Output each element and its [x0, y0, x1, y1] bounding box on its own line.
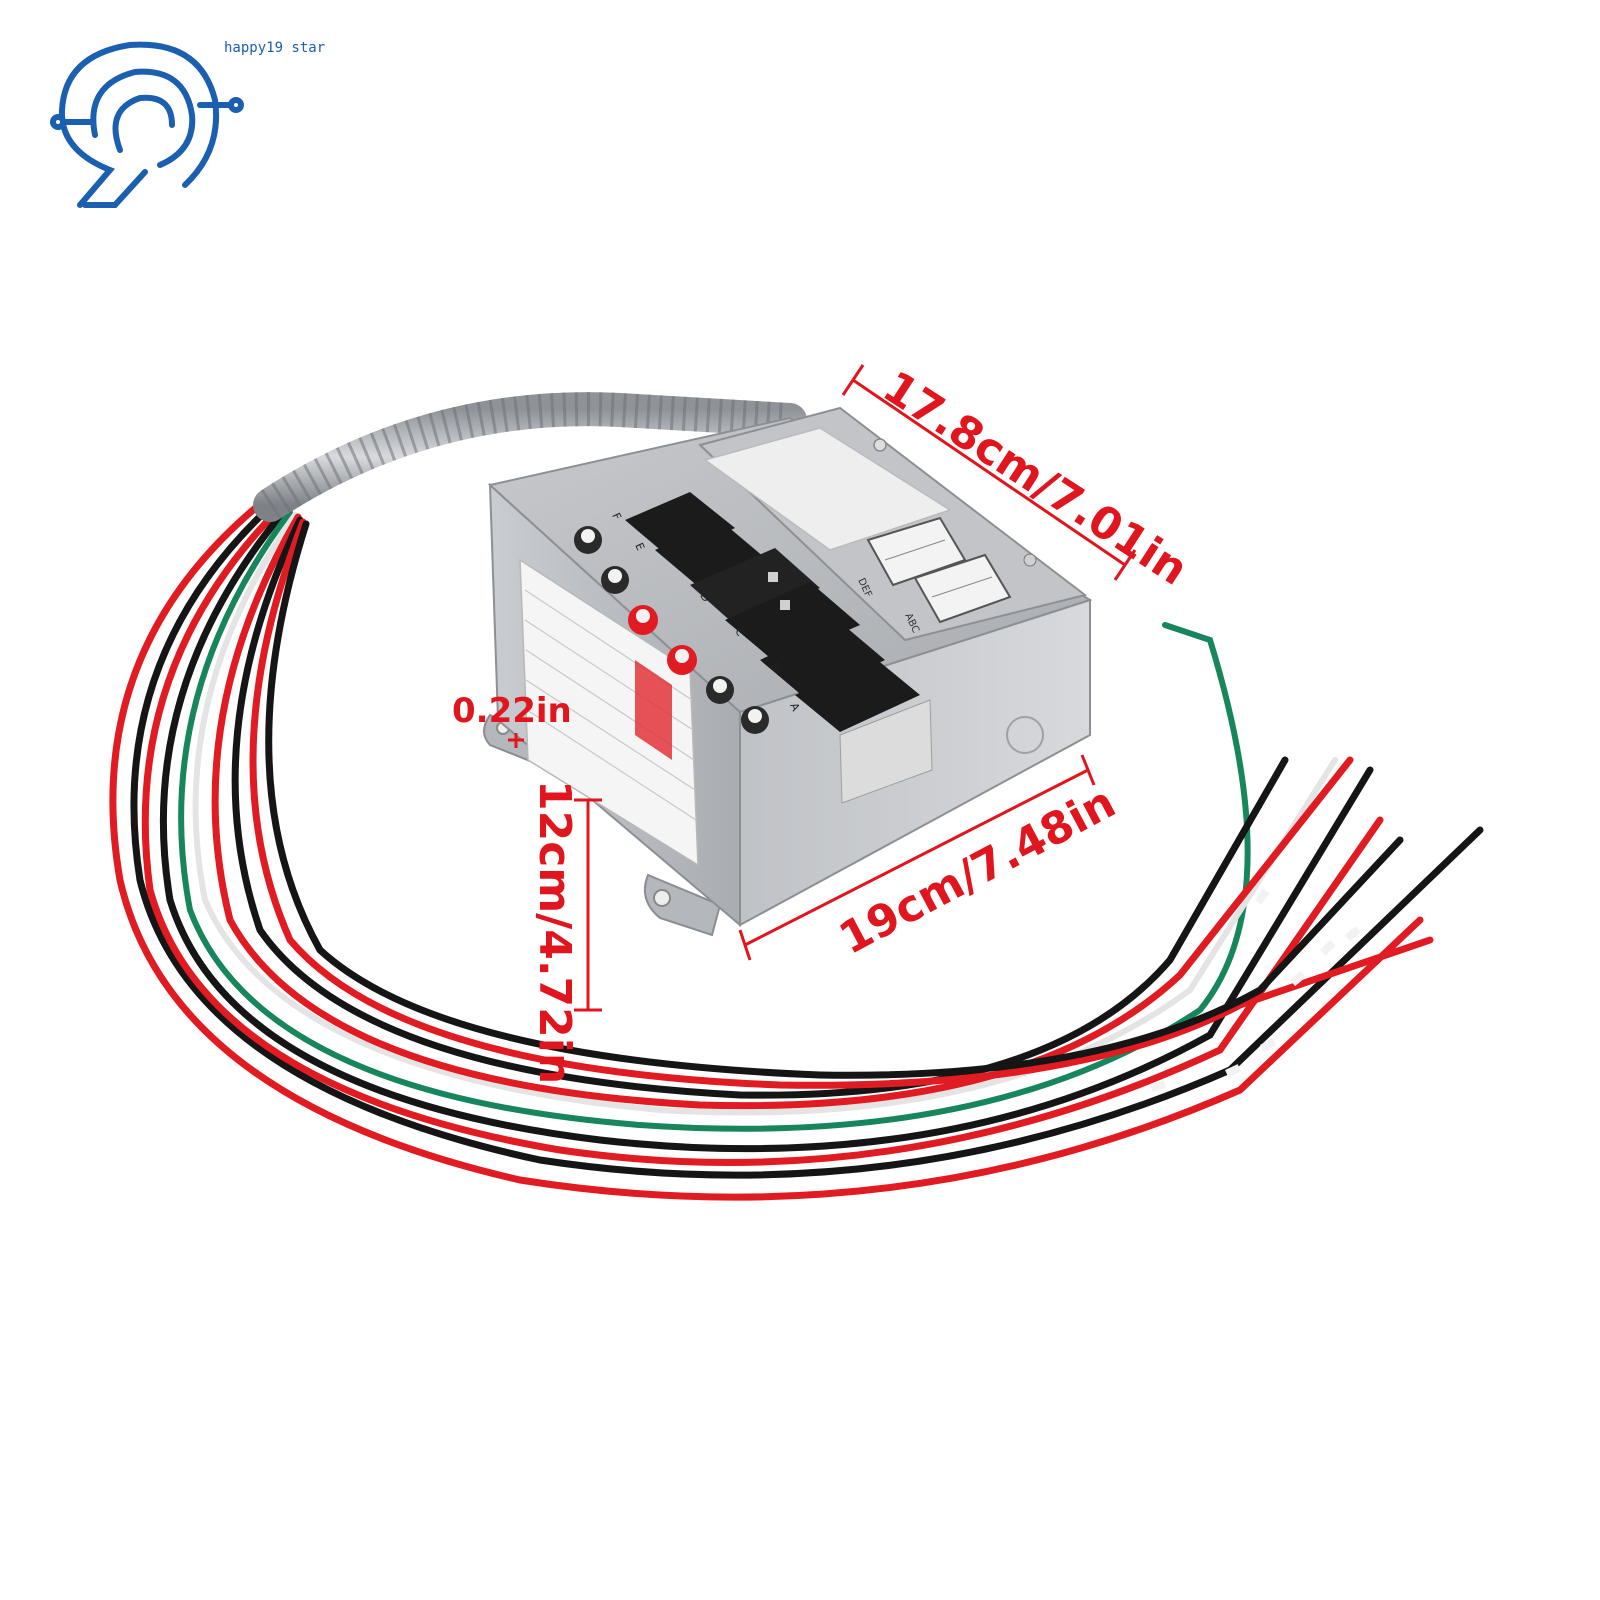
wire-red — [109, 496, 1424, 1201]
breaker-switch[interactable] — [625, 492, 735, 558]
breaker-switch[interactable] — [725, 582, 860, 662]
dimension-flange-label: 0.22in — [452, 691, 572, 731]
breaker-switch[interactable] — [690, 548, 820, 625]
fuse-buttons — [574, 526, 769, 734]
wire-black — [231, 516, 1289, 1099]
logo-brand-text: happy19 star — [224, 40, 325, 56]
wire-label-tags — [1150, 888, 1361, 1093]
wire-red — [141, 504, 1384, 1166]
breaker-switch[interactable] — [760, 622, 885, 698]
watt-meters: DEF ABC — [855, 516, 1037, 635]
warning-label — [839, 699, 933, 804]
dimension-line-length — [744, 768, 1089, 947]
circuit-letter: E — [632, 541, 647, 553]
meter-gauge — [866, 516, 967, 587]
transfer-switch-box: DEF ABC A B C D E F — [483, 406, 1093, 937]
lid-placard — [703, 427, 952, 551]
wire-black — [265, 520, 1404, 1079]
dimension-annotations — [508, 364, 1137, 1012]
flex-conduit — [253, 392, 807, 522]
wire-bundle — [109, 496, 1484, 1201]
dimension-line-width — [852, 378, 1126, 567]
circuit-letter: F — [609, 511, 623, 522]
dimension-height-label: 12cm/4.72in — [529, 780, 580, 1084]
brand-logo: happy19 star — [50, 40, 325, 208]
meter-gauge — [913, 553, 1012, 624]
wire-black — [159, 506, 1374, 1153]
circuit-breakers — [625, 492, 920, 732]
breaker-switch[interactable] — [795, 658, 920, 732]
wire-black — [130, 501, 1484, 1179]
wire-white — [192, 512, 1338, 1116]
breaker-switch[interactable] — [655, 520, 765, 588]
wire-red — [249, 518, 1434, 1089]
instruction-label — [519, 558, 699, 867]
wire-green — [178, 509, 1251, 1132]
logo-mark-icon — [50, 41, 244, 208]
